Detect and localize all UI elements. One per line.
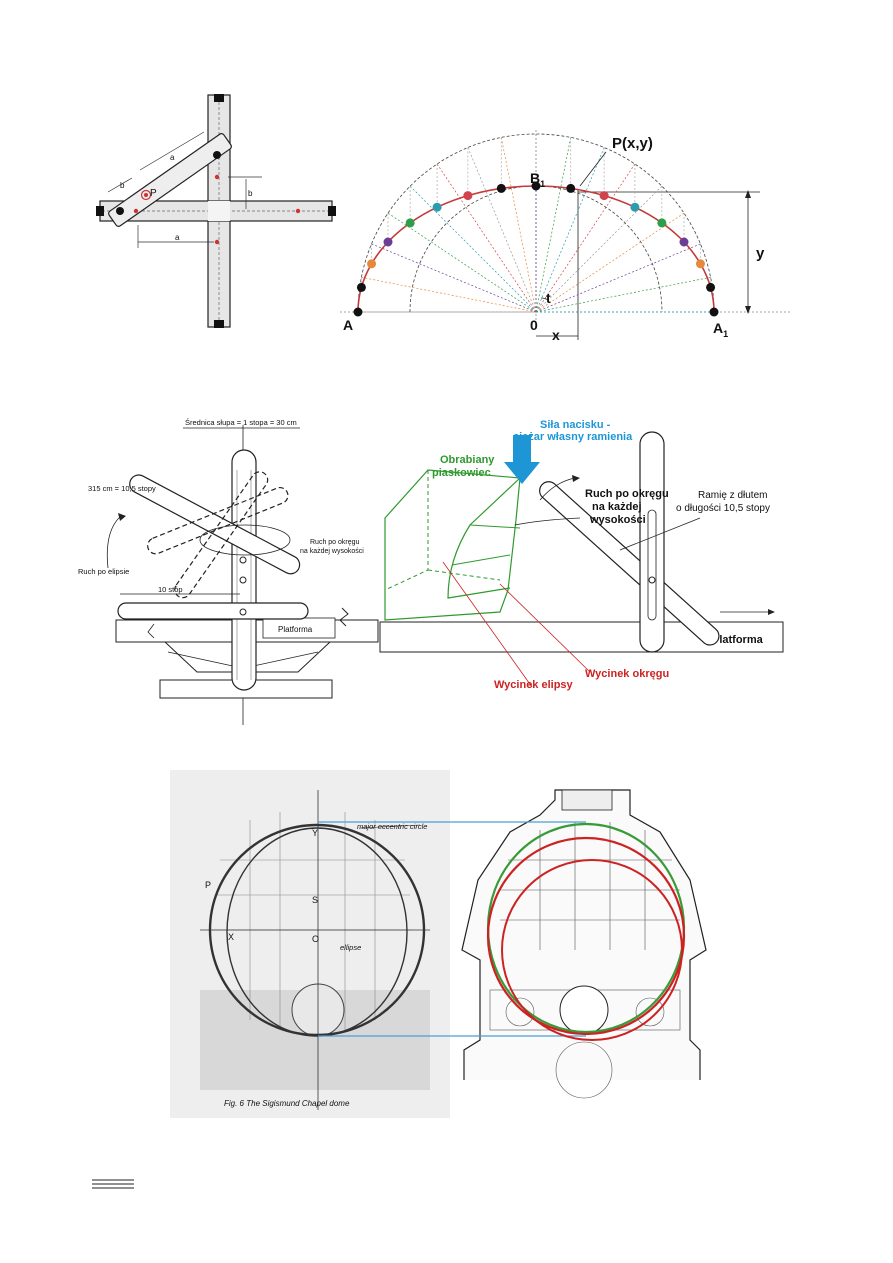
machine-label-length: 315 cm = 10,5 stopy xyxy=(88,484,156,493)
ellipse-point xyxy=(599,191,609,201)
ellipse-label-origin: 0 xyxy=(530,317,538,333)
machine-label-force-2: ciężar własny ramienia xyxy=(513,431,633,443)
ellipse-label-point: P(x,y) xyxy=(612,135,653,152)
ellipse-label-y: y xyxy=(756,245,765,262)
machine-label-ellipse-sector: Wycinek elipsy xyxy=(494,679,574,691)
ellipse-label-a: A xyxy=(343,317,353,333)
ellipse-point xyxy=(706,282,716,292)
ellipse-point xyxy=(679,237,689,247)
ellipse-label-a1: A1 xyxy=(713,320,728,339)
trammel-label-a-top: a xyxy=(170,153,175,162)
machine-label-diameter: Średnica słupa = 1 stopa = 30 cm xyxy=(185,418,297,427)
ellipse-construction-figure: P(x,y) B1 A A1 0 x y t xyxy=(340,130,790,343)
ellipse-point xyxy=(566,183,576,193)
construction-ray xyxy=(535,185,663,313)
ellipse-point xyxy=(709,307,719,317)
ellipse-point xyxy=(405,218,415,228)
dome-right-figure xyxy=(318,789,707,1099)
construction-ray xyxy=(467,147,537,313)
construction-ray xyxy=(409,185,537,313)
dome-letter-p: P xyxy=(205,880,211,890)
dome-letter-y: Y xyxy=(312,828,318,838)
ellipse-point xyxy=(353,307,363,317)
machine-label-arm-1: Ramię z dłutem xyxy=(698,490,767,501)
machine-label-circle-motion-left-1: Ruch po okręgu xyxy=(310,539,360,546)
machine-label-ten-feet: 10 stóp xyxy=(158,585,183,594)
construction-ray xyxy=(535,212,685,313)
dome-label-ellipse: ellipse xyxy=(340,943,361,952)
ellipse-point xyxy=(630,202,640,212)
ellipse-point xyxy=(496,183,506,193)
construction-ray xyxy=(535,163,636,313)
machine-label-circle-motion-right-1: Ruch po okręgu xyxy=(585,488,669,500)
machine-label-stone-2: piaskowiec xyxy=(432,467,491,479)
machine-label-circle-sector: Wycinek okręgu xyxy=(585,668,669,680)
construction-ray xyxy=(535,276,711,313)
dome-label-major-circle: major eccentric circle xyxy=(357,822,427,831)
ellipse-point xyxy=(432,202,442,212)
machine-label-platform-right: Platforma xyxy=(712,634,764,646)
ellipse-point xyxy=(531,181,541,191)
trammel-label-p: P xyxy=(150,188,157,199)
ellipse-label-b1: B1 xyxy=(530,170,545,189)
ellipse-label-t: t xyxy=(546,290,551,306)
dome-letter-o: O xyxy=(312,934,319,944)
machine-label-platform-left: Platforma xyxy=(278,625,313,634)
ellipse-point xyxy=(356,282,366,292)
trammel-label-b-side: b xyxy=(248,189,253,198)
trammel-figure: a b b a P xyxy=(96,94,336,328)
ellipse-point xyxy=(463,191,473,201)
trammel-label-b-top: b xyxy=(120,181,125,190)
ellipse-point xyxy=(695,259,705,269)
trammel-label-a-bottom: a xyxy=(175,233,180,242)
construction-ray xyxy=(361,276,537,313)
ellipse-point xyxy=(657,218,667,228)
machine-label-stone-1: Obrabiany xyxy=(440,454,495,466)
ellipse-point xyxy=(383,237,393,247)
machine-label-arm-2: o długości 10,5 stopy xyxy=(676,503,770,514)
construction-ray xyxy=(371,243,537,313)
ellipse-label-x: x xyxy=(552,327,560,343)
machine-label-ellipse-motion: Ruch po elipsie xyxy=(78,567,129,576)
construction-ray xyxy=(535,147,605,313)
dome-left-figure: major eccentric circle ellipse Y S X O P… xyxy=(170,770,450,1118)
dome-letter-x: X xyxy=(228,932,234,942)
machine-label-circle-motion-right-3: wysokości xyxy=(589,514,646,526)
machine-label-circle-motion-left-2: na każdej wysokości xyxy=(300,548,364,555)
construction-ray xyxy=(387,212,537,313)
machine-label-force-1: Siła nacisku - xyxy=(540,419,611,431)
dome-letter-s: S xyxy=(312,895,318,905)
construction-ray xyxy=(535,243,701,313)
footnote-rule xyxy=(92,1179,134,1189)
ellipse-point xyxy=(367,259,377,269)
machine-figure: Średnica słupa = 1 stopa = 30 cm 315 cm … xyxy=(78,418,784,725)
construction-ray xyxy=(436,163,537,313)
construction-ray xyxy=(535,137,572,313)
dome-caption: Fig. 6 The Sigismund Chapel dome xyxy=(224,1099,350,1108)
machine-label-circle-motion-right-2: na każdej xyxy=(592,501,642,513)
construction-ray xyxy=(500,137,537,313)
